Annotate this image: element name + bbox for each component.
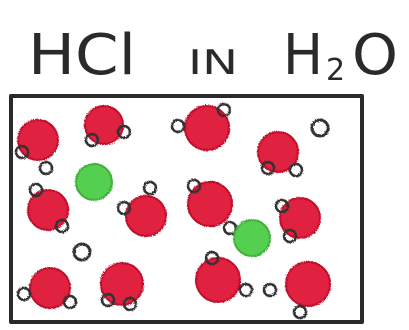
hydrogen-atom	[116, 124, 132, 140]
hydrogen-atom	[238, 282, 254, 298]
chloride-ion	[75, 163, 113, 201]
hydrogen-atom	[282, 228, 298, 244]
water-molecule	[257, 131, 304, 178]
water-molecule	[14, 119, 59, 176]
hydrogen-atom	[292, 304, 308, 320]
title-water-subscript: 2	[326, 53, 345, 88]
hydrogen-atom	[204, 250, 220, 266]
container-box	[9, 94, 364, 324]
hydrogen-atom	[274, 198, 290, 214]
water-molecule	[195, 250, 254, 303]
hydrogen-atom	[84, 132, 100, 148]
hydrogen-atom	[122, 296, 138, 312]
oxygen-atom	[195, 257, 241, 303]
chloride-ion	[233, 219, 271, 257]
hydrogen-atom	[116, 200, 132, 216]
hydrogen-atom	[260, 160, 276, 176]
title-formula-hcl: HCl	[28, 23, 136, 88]
water-molecule	[274, 197, 321, 244]
hydrogen-atom	[262, 282, 278, 298]
hydrogen-atom	[288, 162, 304, 178]
hydrogen-atom	[38, 160, 54, 176]
oxygen-atom	[84, 105, 124, 145]
water-molecule	[262, 261, 331, 320]
water-molecule	[170, 102, 232, 151]
oxygen-atom	[100, 262, 144, 306]
oxygen-atom	[29, 267, 71, 309]
oxygen-atom	[184, 105, 230, 151]
title-water-o: O	[352, 23, 398, 88]
hydrogen-atom	[100, 292, 116, 308]
water-molecule	[186, 178, 238, 236]
title: HCl IN H 2 O	[28, 23, 398, 88]
hydrogen-atom	[28, 182, 44, 198]
hydrogen-atom	[14, 144, 30, 160]
oxygen-atom	[187, 181, 233, 227]
hydrogen-ion	[310, 118, 330, 138]
hydrogen-atom	[54, 218, 70, 234]
hydrogen-atom	[170, 118, 186, 134]
hydrogen-atom	[142, 180, 158, 196]
water-molecule	[116, 180, 167, 237]
oxygen-atom	[17, 119, 59, 161]
hydrogen-atom	[216, 102, 232, 118]
hydrogen-ion	[72, 242, 92, 262]
hydrogen-atom	[16, 286, 32, 302]
water-molecule	[84, 105, 132, 148]
title-word-in: IN	[188, 43, 238, 83]
hydrogen-atom	[62, 294, 78, 310]
water-molecule	[16, 267, 78, 310]
hydrogen-atom	[186, 178, 202, 194]
oxygen-atom	[125, 195, 167, 237]
title-water-h: H	[283, 23, 323, 88]
oxygen-atom	[285, 261, 331, 307]
oxygen-atom	[279, 197, 321, 239]
water-molecule	[100, 262, 144, 312]
particles	[14, 102, 331, 320]
water-molecule	[27, 182, 70, 234]
